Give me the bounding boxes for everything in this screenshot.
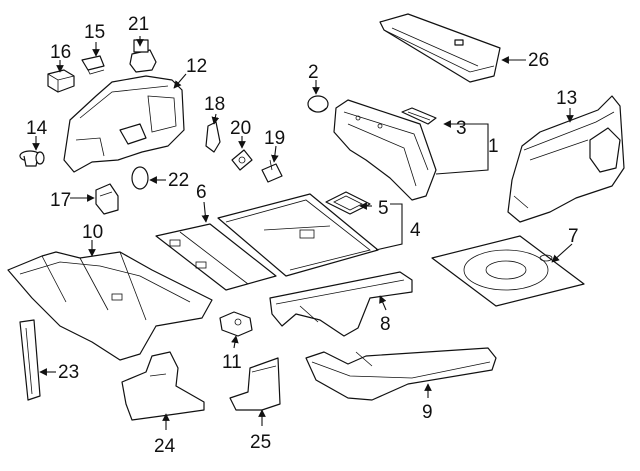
callout-3: 3 [456, 118, 467, 139]
part-7-tire-mat [431, 235, 585, 307]
callout-15: 15 [84, 22, 105, 43]
callout-11: 11 [222, 352, 242, 373]
callout-20: 20 [230, 118, 251, 139]
part-1-rear-trim-panel [333, 99, 437, 201]
part-9-rear-rail [305, 347, 497, 401]
part-12-left-quarter-trim [63, 75, 185, 173]
part-2-cap [307, 95, 329, 113]
part-21-fastener [129, 39, 157, 73]
callout-24: 24 [154, 436, 176, 457]
callout-4: 4 [410, 220, 421, 241]
part-25-side-panel [229, 357, 281, 411]
callout-21: 21 [128, 14, 149, 35]
callout-18: 18 [204, 94, 225, 115]
part-18-clip [205, 121, 221, 153]
callout-17: 17 [50, 190, 71, 211]
part-6-floor-board [155, 223, 277, 291]
leader-lines [32, 36, 574, 430]
callout-9: 9 [422, 402, 433, 423]
part-8-crossmember [269, 271, 413, 337]
part-13-right-quarter-trim [507, 95, 625, 223]
part-3-pad [401, 107, 437, 125]
callout-26: 26 [528, 50, 549, 71]
callout-8: 8 [380, 314, 391, 335]
callout-13: 13 [556, 88, 577, 109]
part-17-hook [95, 183, 119, 215]
part-5-floor-lid [325, 191, 371, 215]
part-10-floor-carpet [7, 251, 213, 361]
callout-1: 1 [488, 136, 499, 157]
callout-labels: 1 2 3 4 5 6 7 8 9 10 11 12 13 14 15 16 1… [26, 14, 579, 457]
part-22-cover [131, 166, 149, 190]
part-14-push-pin [19, 150, 45, 167]
callout-23: 23 [58, 362, 79, 383]
callout-22: 22 [168, 170, 189, 191]
callout-14: 14 [26, 118, 48, 139]
callout-5: 5 [378, 198, 389, 219]
callout-25: 25 [250, 432, 271, 453]
part-23-pillar-trim [19, 319, 41, 401]
callout-16: 16 [50, 42, 71, 63]
part-15-retainer [81, 55, 105, 75]
callout-12: 12 [186, 56, 207, 77]
part-24-side-panel [121, 351, 205, 421]
callout-6: 6 [196, 182, 207, 203]
part-20-grommet [231, 149, 253, 171]
callout-2: 2 [308, 62, 319, 83]
part-26-cargo-cover [379, 13, 501, 83]
callout-7: 7 [568, 226, 579, 247]
callout-19: 19 [264, 128, 285, 149]
part-19-plug [261, 159, 283, 183]
callout-10: 10 [82, 222, 103, 243]
part-11-bracket [219, 311, 253, 337]
part-16-clip [47, 69, 75, 93]
